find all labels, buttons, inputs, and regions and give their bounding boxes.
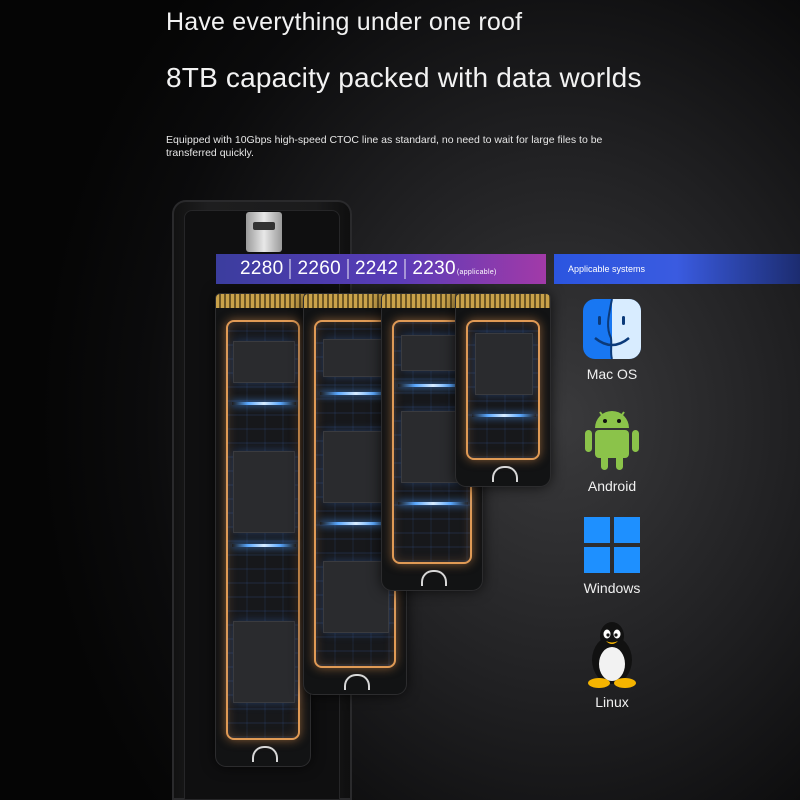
trace-glow bbox=[320, 392, 392, 395]
size-2230: 2230(applicable) bbox=[412, 258, 497, 279]
controller-chip bbox=[234, 342, 294, 382]
os-label: Windows bbox=[583, 580, 641, 596]
size-2242: 2242 bbox=[354, 258, 399, 279]
ssd-notch bbox=[421, 570, 447, 586]
nand-chip bbox=[324, 562, 388, 632]
size-separator bbox=[346, 259, 349, 279]
trace-glow bbox=[232, 402, 296, 405]
subheadline: 8TB capacity packed with data worlds bbox=[166, 62, 642, 93]
macos-finder-icon bbox=[583, 298, 641, 360]
ssd-notch bbox=[252, 746, 278, 762]
description: Equipped with 10Gbps high-speed CTOC lin… bbox=[166, 134, 603, 159]
android-icon bbox=[585, 411, 639, 470]
size-2260: 2260 bbox=[297, 258, 341, 279]
ssd-pins bbox=[304, 294, 406, 308]
ssd-notch bbox=[344, 674, 370, 690]
linux-tux-icon bbox=[588, 622, 636, 688]
os-item-android: Android bbox=[562, 404, 662, 494]
size-strip: 2280 2260 2242 2230(applicable) bbox=[216, 254, 546, 284]
os-label: Mac OS bbox=[586, 366, 638, 382]
ssd-pins bbox=[216, 294, 310, 308]
size-separator bbox=[289, 259, 292, 279]
trace-glow bbox=[398, 502, 468, 505]
ssd-board bbox=[226, 320, 300, 740]
size-separator bbox=[404, 259, 407, 279]
ssd-pins bbox=[456, 294, 550, 308]
ssd-board bbox=[314, 320, 396, 668]
nand-chip bbox=[324, 432, 388, 502]
usb-c-connector bbox=[246, 212, 282, 252]
ssd-board bbox=[466, 320, 540, 460]
trace-glow bbox=[472, 414, 536, 417]
headline: Have everything under one roof bbox=[166, 8, 523, 36]
systems-header: Applicable systems bbox=[554, 254, 800, 284]
size-2280: 2280 bbox=[240, 258, 284, 279]
trace-glow bbox=[232, 544, 296, 547]
os-item-macos: Mac OS bbox=[562, 298, 662, 382]
nand-chip bbox=[476, 334, 532, 394]
trace-glow bbox=[398, 384, 468, 387]
trace-glow bbox=[320, 522, 392, 525]
size-note: (applicable) bbox=[456, 269, 497, 276]
controller-chip bbox=[402, 336, 462, 370]
windows-icon bbox=[584, 517, 640, 573]
ssd-notch bbox=[492, 466, 518, 482]
os-item-linux: Linux bbox=[562, 620, 662, 710]
ssd-2230 bbox=[456, 294, 550, 486]
nand-chip bbox=[234, 622, 294, 702]
ssd-2280 bbox=[216, 294, 310, 766]
nand-chip bbox=[402, 412, 462, 482]
os-item-windows: Windows bbox=[562, 516, 662, 596]
nand-chip bbox=[234, 452, 294, 532]
os-label: Linux bbox=[595, 694, 629, 710]
controller-chip bbox=[324, 340, 388, 376]
os-label: Android bbox=[587, 478, 637, 494]
